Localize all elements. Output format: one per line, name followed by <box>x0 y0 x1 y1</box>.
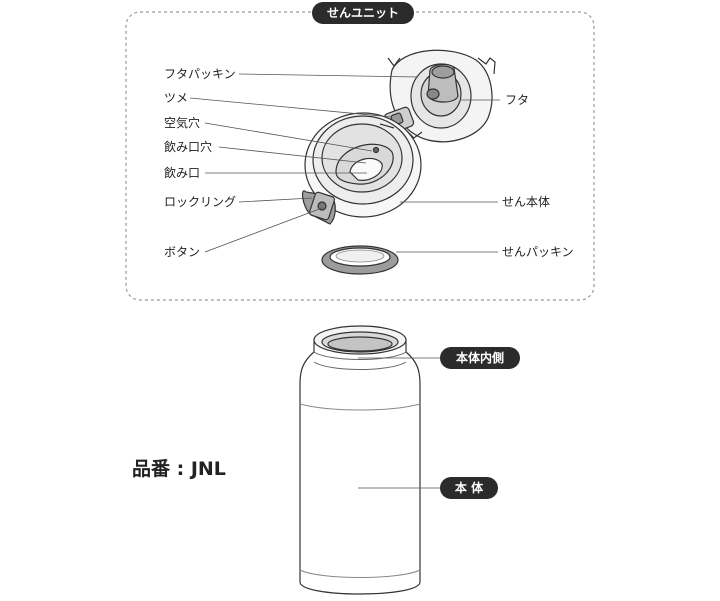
label-button: ボタン <box>164 245 200 259</box>
label-drink-hole: 飲み口穴 <box>164 139 212 154</box>
bottle-illustration <box>299 325 421 595</box>
plug-unit-illustration <box>301 49 496 275</box>
label-tsume: ツメ <box>164 91 188 105</box>
plug-packing-shape <box>321 245 399 275</box>
label-lock-ring: ロックリング <box>164 195 236 209</box>
label-drink-mouth: 飲み口 <box>164 165 200 180</box>
plug-unit-leaders <box>189 73 500 253</box>
label-air-hole: 空気穴 <box>164 115 200 130</box>
label-futa-packing: フタパッキン <box>164 67 236 81</box>
plug-body-shape <box>304 112 422 218</box>
panel-title-pill: せんユニット <box>312 2 414 24</box>
label-plug-packing: せんパッキン <box>502 245 574 259</box>
label-bottle-body: 本 体 <box>455 480 484 495</box>
label-bottle-inner: 本体内側 <box>456 350 504 365</box>
label-lid: フタ <box>505 93 529 107</box>
pill-bottle-inner: 本体内側 <box>440 347 520 369</box>
pill-bottle-body: 本 体 <box>440 477 498 499</box>
panel-title: せんユニット <box>327 6 399 20</box>
lock-ring-button-shape <box>301 190 336 225</box>
model-number: 品番 : JNL <box>132 458 226 480</box>
label-plug-body: せん本体 <box>502 195 550 209</box>
lid-shape <box>387 49 496 143</box>
